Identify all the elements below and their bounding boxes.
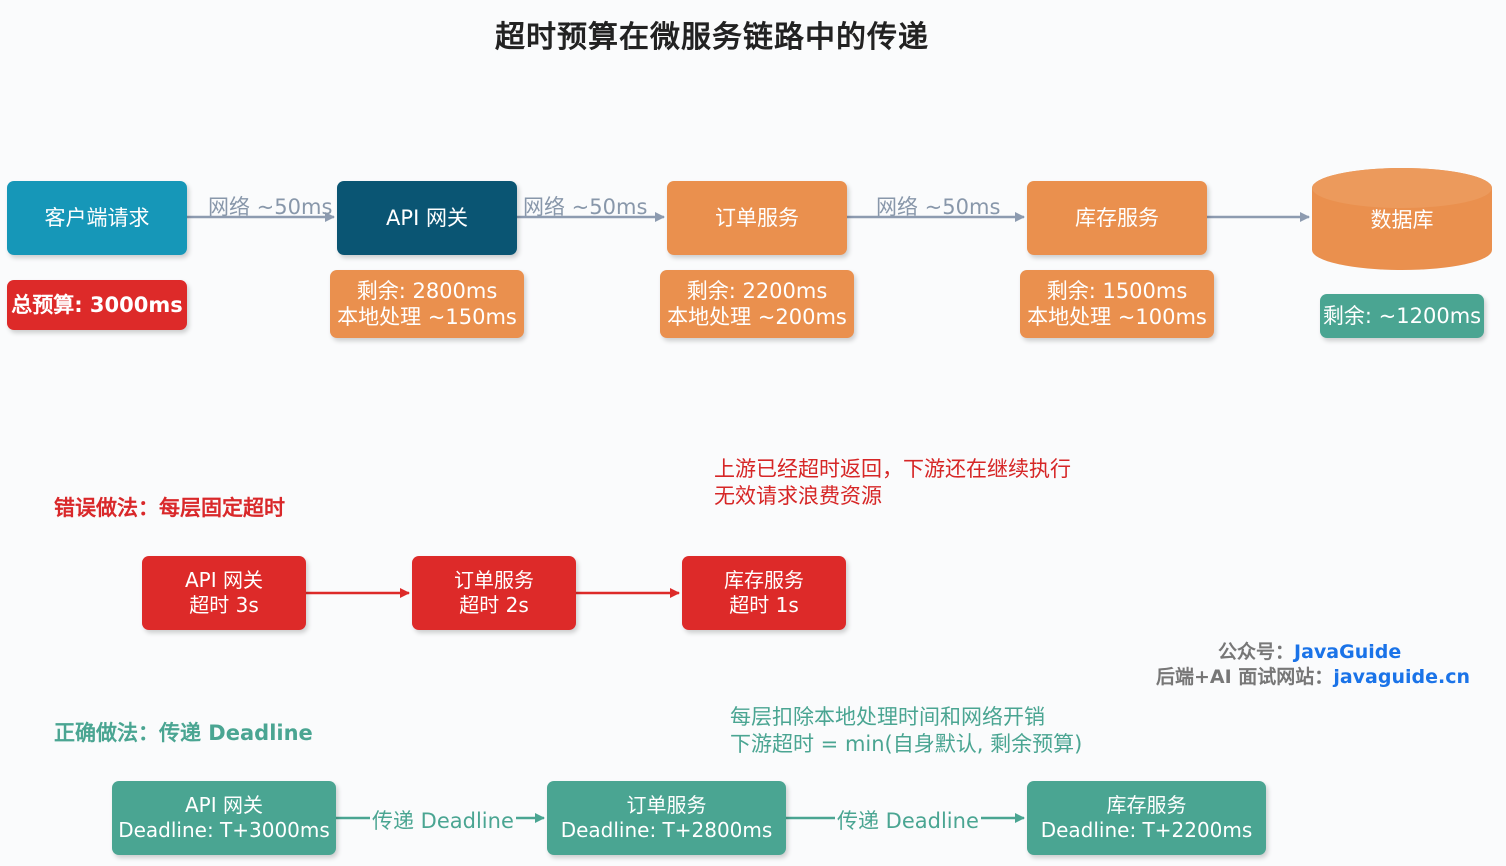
- right-note: 每层扣除本地处理时间和网络开销 下游超时 = min(自身默认, 剩余预算): [730, 704, 1082, 759]
- right-inventory-node: 库存服务 Deadline: T+2200ms: [1027, 781, 1266, 855]
- wrong-inventory-node: 库存服务 超时 1s: [682, 556, 846, 630]
- watermark-label-2: 后端+AI 面试网站：: [1156, 666, 1334, 688]
- inventory-remaining-box: 剩余: 1500ms 本地处理 ~100ms: [1020, 270, 1214, 338]
- wrong-gateway-name: API 网关: [185, 568, 263, 592]
- wrong-order-name: 订单服务: [454, 568, 534, 592]
- order-remaining-box: 剩余: 2200ms 本地处理 ~200ms: [660, 270, 854, 338]
- inventory-local-text: 本地处理 ~100ms: [1027, 305, 1207, 329]
- watermark-line-2: 后端+AI 面试网站：javaguide.cn: [1156, 662, 1470, 689]
- total-budget-badge: 总预算: 3000ms: [7, 280, 187, 330]
- wrong-note: 上游已经超时返回，下游还在继续执行 无效请求浪费资源: [714, 456, 1071, 511]
- watermark-line-1: 公众号：JavaGuide: [1218, 637, 1401, 664]
- right-approach-heading: 正确做法：传递 Deadline: [54, 721, 313, 745]
- api-gateway-label: API 网关: [386, 205, 468, 230]
- right-gateway-name: API 网关: [185, 793, 263, 817]
- wrong-inventory-name: 库存服务: [724, 568, 804, 592]
- right-inventory-deadline: Deadline: T+2200ms: [1040, 818, 1253, 842]
- pass-deadline-label-2: 传递 Deadline: [835, 805, 981, 835]
- total-budget-label: 总预算: 3000ms: [11, 292, 183, 317]
- wrong-gateway-timeout: 超时 3s: [189, 593, 259, 617]
- order-remaining-text: 剩余: 2200ms: [686, 278, 828, 303]
- network-label-2: 网络 ~50ms: [523, 195, 648, 219]
- database-remaining-text: 剩余: ~1200ms: [1322, 303, 1482, 328]
- database-cylinder-icon: [1312, 168, 1492, 270]
- api-gateway-node: API 网关: [337, 181, 517, 255]
- right-gateway-deadline: Deadline: T+3000ms: [118, 818, 330, 842]
- wrong-order-timeout: 超时 2s: [459, 593, 529, 617]
- wrong-gateway-node: API 网关 超时 3s: [142, 556, 306, 630]
- inventory-service-label: 库存服务: [1075, 205, 1159, 230]
- wrong-note-line-2: 无效请求浪费资源: [714, 484, 882, 509]
- right-note-line-2: 下游超时 = min(自身默认, 剩余预算): [730, 732, 1083, 757]
- right-order-node: 订单服务 Deadline: T+2800ms: [547, 781, 786, 855]
- database-node: 数据库: [1312, 168, 1492, 270]
- watermark-value-2: javaguide.cn: [1333, 666, 1470, 688]
- wrong-inventory-timeout: 超时 1s: [729, 593, 799, 617]
- wrong-note-line-1: 上游已经超时返回，下游还在继续执行: [714, 457, 1071, 481]
- right-gateway-node: API 网关 Deadline: T+3000ms: [112, 781, 336, 855]
- right-note-line-1: 每层扣除本地处理时间和网络开销: [730, 705, 1045, 729]
- right-order-name: 订单服务: [626, 793, 707, 817]
- network-label-1: 网络 ~50ms: [208, 195, 333, 219]
- inventory-service-node: 库存服务: [1027, 181, 1207, 255]
- client-request-label: 客户端请求: [44, 205, 150, 230]
- gateway-local-text: 本地处理 ~150ms: [337, 305, 517, 329]
- gateway-remaining-text: 剩余: 2800ms: [356, 278, 498, 303]
- diagram-title: 超时预算在微服务链路中的传递: [495, 20, 929, 55]
- right-order-deadline: Deadline: T+2800ms: [560, 818, 773, 842]
- order-service-node: 订单服务: [667, 181, 847, 255]
- wrong-order-node: 订单服务 超时 2s: [412, 556, 576, 630]
- order-local-text: 本地处理 ~200ms: [667, 305, 847, 329]
- watermark-label-1: 公众号：: [1218, 641, 1295, 663]
- inventory-remaining-text: 剩余: 1500ms: [1046, 278, 1188, 303]
- gateway-remaining-box: 剩余: 2800ms 本地处理 ~150ms: [330, 270, 524, 338]
- right-inventory-name: 库存服务: [1106, 793, 1187, 817]
- network-label-3: 网络 ~50ms: [876, 195, 1001, 219]
- client-request-node: 客户端请求: [7, 181, 187, 255]
- wrong-approach-heading: 错误做法：每层固定超时: [54, 496, 285, 520]
- watermark-value-1: JavaGuide: [1294, 641, 1402, 663]
- database-remaining-box: 剩余: ~1200ms: [1320, 294, 1484, 338]
- order-service-label: 订单服务: [715, 205, 799, 230]
- pass-deadline-label-1: 传递 Deadline: [370, 805, 516, 835]
- database-label: 数据库: [1370, 208, 1434, 232]
